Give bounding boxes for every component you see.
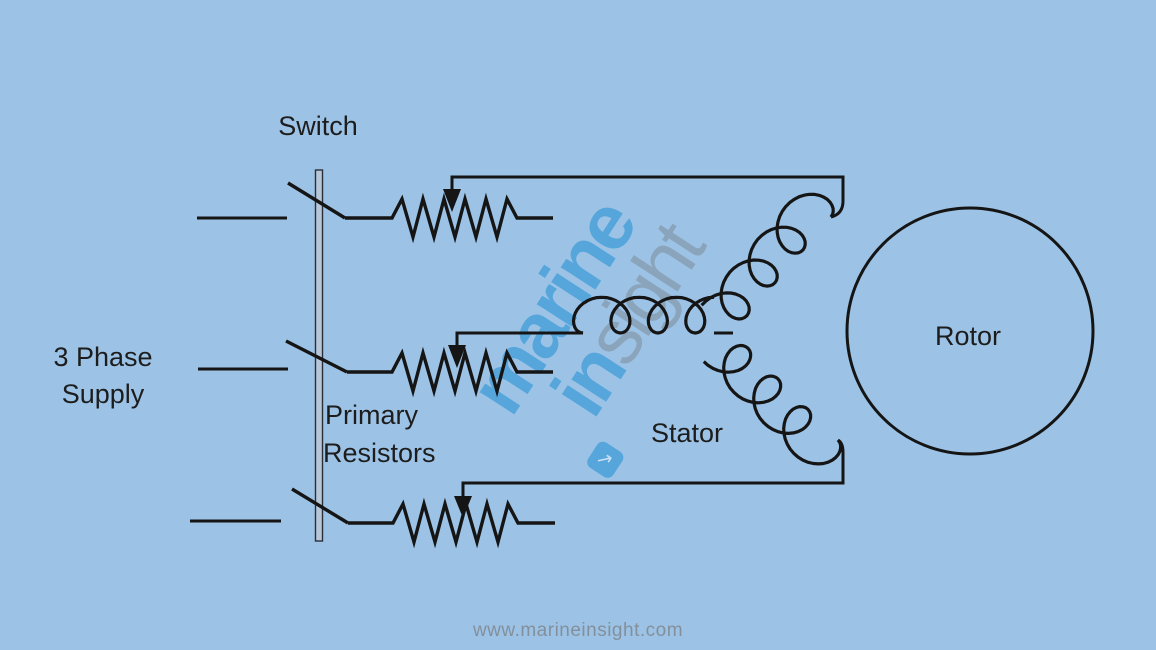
switch-blade-1 xyxy=(287,181,346,220)
switch-label: Switch xyxy=(278,111,358,141)
tap-arrow-1 xyxy=(443,189,461,212)
switch-blade-3 xyxy=(291,487,349,525)
tap-arrow-3 xyxy=(454,496,472,518)
resistor-zigzag-2 xyxy=(347,346,553,398)
resistors-label-line1: Primary xyxy=(325,400,418,430)
rotor-label: Rotor xyxy=(935,321,1001,351)
supply-label-line2: Supply xyxy=(62,379,145,409)
tap-rail-phase-2 xyxy=(455,331,583,346)
resistors-label-line2: Resistors xyxy=(323,438,436,468)
supply-label-line1: 3 Phase xyxy=(53,342,152,372)
footer-url: www.marineinsight.com xyxy=(472,620,684,641)
tap-rail-phase-3 xyxy=(461,438,845,497)
resistor-zigzag-1 xyxy=(345,192,553,244)
switch-blade-2 xyxy=(285,339,348,374)
rotor-circle xyxy=(845,206,1095,456)
tap-arrow-2 xyxy=(448,345,466,368)
stator-coil-left xyxy=(571,295,715,335)
stator-coil-top xyxy=(700,192,835,321)
stator-coil-bottom xyxy=(702,343,843,466)
tap-rail-phase-1 xyxy=(450,175,845,219)
stator-label: Stator xyxy=(651,418,723,448)
resistor-zigzag-3 xyxy=(348,497,555,549)
